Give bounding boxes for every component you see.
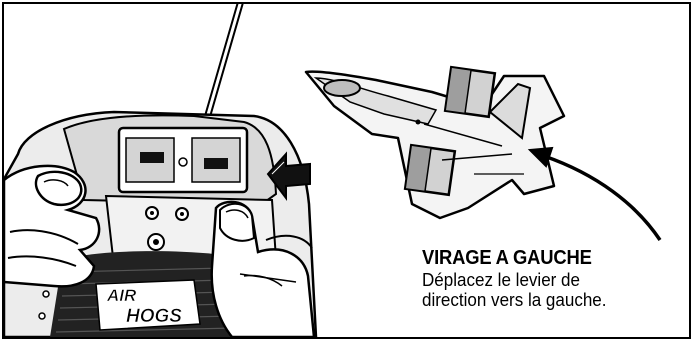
caption-line-2: direction vers la gauche. — [422, 290, 663, 310]
svg-text:AIR: AIR — [106, 286, 137, 305]
instruction-caption: VIRAGE A GAUCHE Déplacez le levier de di… — [422, 248, 684, 310]
caption-line-1: Déplacez le levier de — [422, 270, 663, 290]
caption-title: VIRAGE A GAUCHE — [422, 248, 663, 270]
air-hogs-logo: AIR HOGS — [96, 280, 200, 330]
antenna — [203, 4, 240, 132]
turn-direction-arrow — [530, 148, 660, 240]
jet-plane — [306, 67, 564, 218]
left-hand — [4, 166, 99, 286]
svg-text:HOGS: HOGS — [126, 306, 182, 327]
